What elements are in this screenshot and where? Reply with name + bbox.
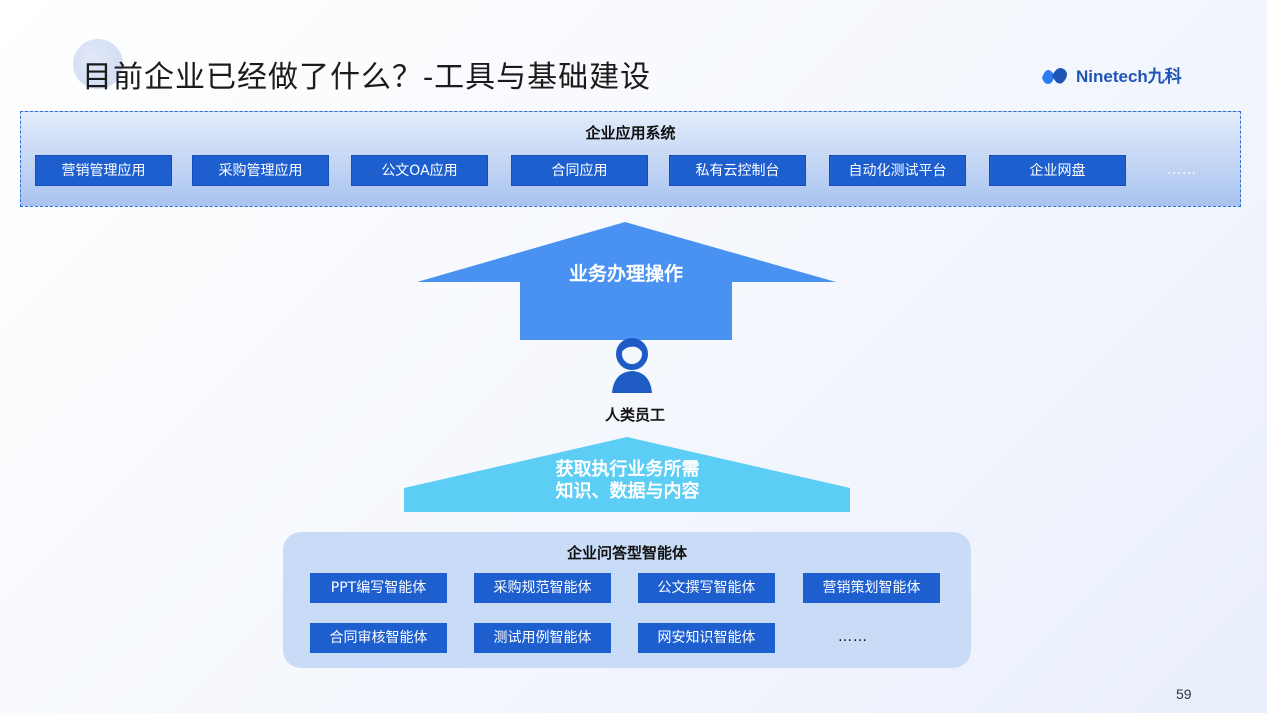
app-system-item: 自动化测试平台 — [829, 155, 966, 186]
lower-arrow-label: 获取执行业务所需 知识、数据与内容 — [500, 459, 755, 503]
company-logo: Ninetech九科 — [1040, 62, 1182, 87]
slide-title: 目前企业已经做了什么？-工具与基础建设 — [82, 60, 652, 95]
ninetech-logo-icon — [1042, 67, 1067, 84]
lower-arrow-line1: 获取执行业务所需 — [555, 459, 700, 480]
agent-item: 合同审核智能体 — [310, 623, 447, 653]
page-number: 59 — [1176, 686, 1192, 702]
person-label: 人类员工 — [604, 406, 665, 424]
agent-item: 测试用例智能体 — [474, 623, 611, 653]
app-systems-panel: 企业应用系统 营销管理应用 采购管理应用 公文OA应用 合同应用 私有云控制台 … — [20, 111, 1241, 207]
app-system-item: 公文OA应用 — [351, 155, 488, 186]
app-system-item: 私有云控制台 — [669, 155, 806, 186]
upper-arrow-shape — [417, 222, 836, 340]
app-system-item: 采购管理应用 — [192, 155, 329, 186]
logo-text: Ninetech九科 — [1076, 67, 1182, 86]
app-systems-title: 企业应用系统 — [585, 124, 676, 142]
agents-more: …… — [838, 629, 868, 645]
decorative-circle — [73, 39, 123, 89]
agent-item: PPT编写智能体 — [310, 573, 447, 603]
agent-item: 采购规范智能体 — [474, 573, 611, 603]
agent-item: 营销策划智能体 — [803, 573, 940, 603]
lower-arrow-shape — [404, 437, 850, 512]
app-system-item: 合同应用 — [511, 155, 648, 186]
agents-title: 企业问答型智能体 — [566, 544, 687, 562]
agents-panel: 企业问答型智能体 PPT编写智能体 采购规范智能体 公文撰写智能体 营销策划智能… — [283, 532, 971, 668]
agent-item: 公文撰写智能体 — [638, 573, 775, 603]
app-system-item: 营销管理应用 — [35, 155, 172, 186]
app-systems-more: …… — [1167, 162, 1197, 178]
app-system-item: 企业网盘 — [989, 155, 1126, 186]
agent-item: 网安知识智能体 — [638, 623, 775, 653]
lower-arrow-line2: 知识、数据与内容 — [555, 481, 700, 502]
upper-arrow-label: 业务办理操作 — [568, 263, 683, 285]
person-icon — [612, 338, 652, 393]
